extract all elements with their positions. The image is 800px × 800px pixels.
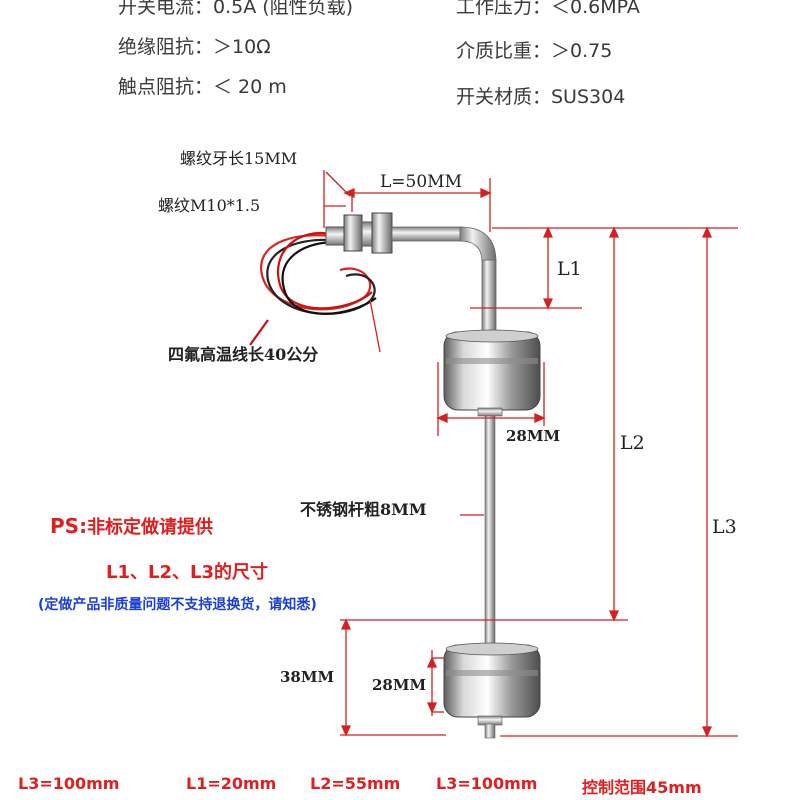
thread-fitting	[325, 212, 393, 254]
float-height-label: 38MM	[280, 668, 335, 686]
float-top	[443, 329, 541, 411]
l3-label: L3	[712, 516, 737, 538]
float-diameter-top-label: 28MM	[506, 427, 561, 445]
spec-pressure: 工作压力：＜0.6MPA	[456, 0, 640, 18]
thread-length-label: 螺纹牙长15MM	[180, 149, 298, 168]
dimension-lines	[323, 170, 738, 738]
float-bottom	[443, 642, 541, 739]
stainless-rod	[484, 409, 496, 646]
footer-spec-4: 控制范围45mm	[582, 778, 702, 797]
spec-material: 开关材质：SUS304	[456, 86, 626, 108]
spec-current: 开关电流：0.5A (阻性负载)	[118, 0, 354, 18]
ps-prefix: PS:	[50, 514, 88, 538]
spec-contact-resistance: 触点阻抗：＜ 20 m	[118, 76, 287, 98]
horizontal-length-label: L=50MM	[380, 172, 462, 192]
l2-label: L2	[620, 432, 645, 454]
stainless-tube	[391, 226, 497, 333]
footer-spec-0: L3=100mm	[18, 774, 120, 793]
thread-size-label: 螺纹M10*1.5	[158, 196, 261, 215]
footer-spec-3: L3=100mm	[436, 774, 538, 793]
l1-label: L1	[557, 258, 582, 280]
footer-spec-1: L1=20mm	[186, 774, 277, 793]
ps-text: 非标定做请提供	[87, 517, 214, 538]
wire-bundle	[249, 231, 377, 346]
spec-density: 介质比重：＞0.75	[456, 40, 613, 62]
ps-notice: PS:非标定做请提供	[50, 513, 213, 539]
dimensions-notice: L1、L2、L3的尺寸	[106, 562, 268, 583]
float-diameter-bottom-label: 28MM	[372, 676, 427, 694]
spec-insulation: 绝缘阻抗：＞10Ω	[118, 36, 271, 58]
no-return-notice: (定做产品非质量问题不支持退换货，请知悉)	[38, 597, 317, 613]
wire-length-label: 四氟高温线长40公分	[168, 345, 319, 364]
rod-diameter-label: 不锈钢杆粗8MM	[300, 500, 427, 519]
footer-spec-2: L2=55mm	[310, 774, 401, 793]
